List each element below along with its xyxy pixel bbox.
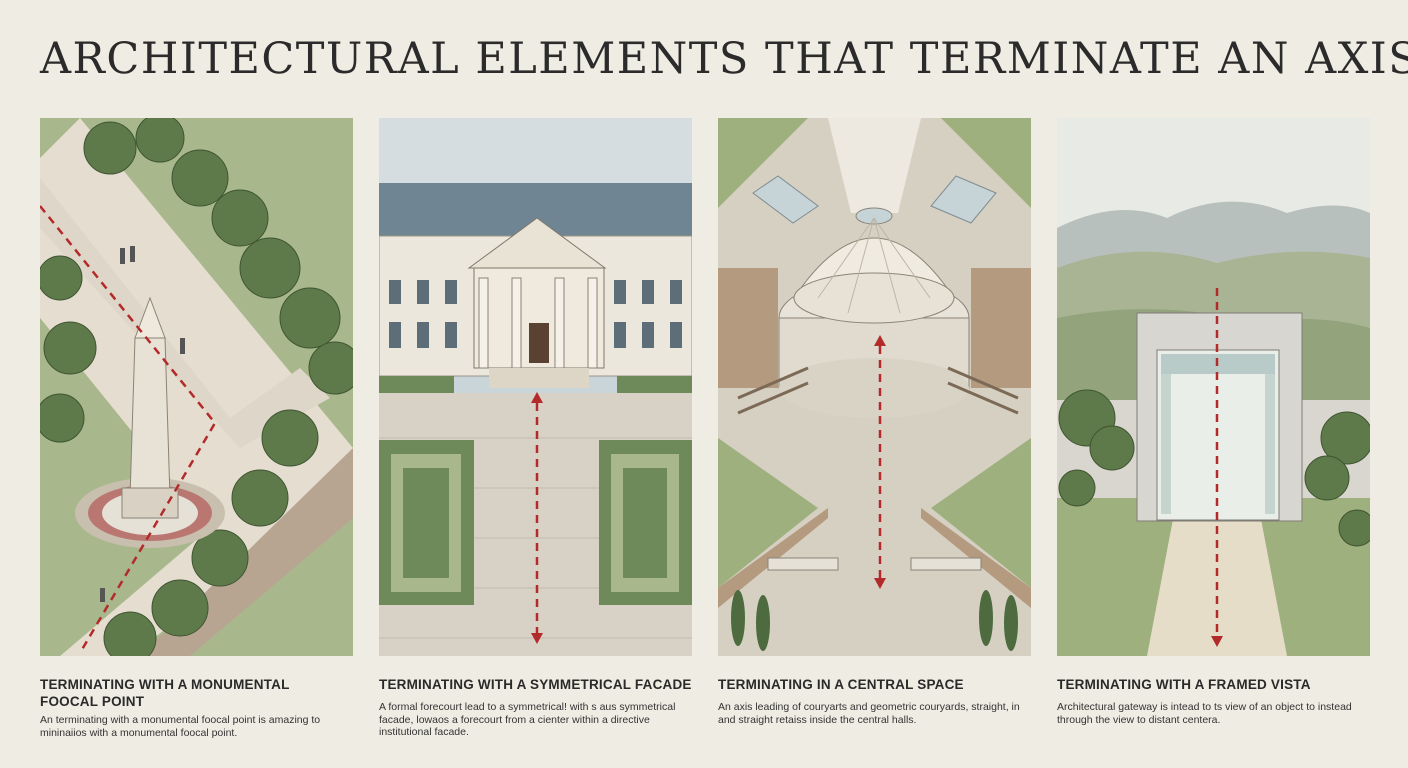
caption-heading: TERMINATING WITH A SYMMETRICAL FACADE xyxy=(379,677,692,692)
caption-heading-line1: TERMINATING WITH A MONUMENTAL xyxy=(40,677,290,692)
caption-framed-vista: TERMINATING WITH A FRAMED VISTA Architec… xyxy=(1057,676,1372,726)
caption-heading: TERMINATING WITH A MONUMENTAL FOOCAL POI… xyxy=(40,676,355,710)
central-space-illustration xyxy=(718,118,1031,656)
caption-central-space: TERMINATING IN A CENTRAL SPACE An axis l… xyxy=(718,676,1033,726)
caption-heading: TERMINATING IN A CENTRAL SPACE xyxy=(718,677,964,692)
obelisk-illustration xyxy=(40,118,353,656)
illustration-central-space-panel xyxy=(718,118,1031,656)
page-title: ARCHITECTURAL ELEMENTS THAT TERMINATE AN… xyxy=(40,34,1408,84)
caption-symmetrical-facade: TERMINATING WITH A SYMMETRICAL FACADE A … xyxy=(379,676,694,739)
illustration-obelisk-panel xyxy=(40,118,353,656)
illustration-framed-vista-panel xyxy=(1057,118,1370,656)
caption-body: An terminating with a monumental foocal … xyxy=(40,714,321,739)
caption-monumental-focal-point: TERMINATING WITH A MONUMENTAL FOOCAL POI… xyxy=(40,676,355,739)
facade-illustration xyxy=(379,118,692,656)
caption-body: An axis leading of couryarts and geometr… xyxy=(718,701,1020,726)
framed-vista-illustration xyxy=(1057,118,1370,656)
caption-heading: TERMINATING WITH A FRAMED VISTA xyxy=(1057,677,1311,692)
caption-body: Architectural gateway is intead to ts vi… xyxy=(1057,701,1352,726)
caption-heading-line2: FOOCAL POINT xyxy=(40,694,145,709)
illustration-facade-panel xyxy=(379,118,692,656)
caption-body: A formal forecourt lead to a symmetrical… xyxy=(379,701,676,738)
